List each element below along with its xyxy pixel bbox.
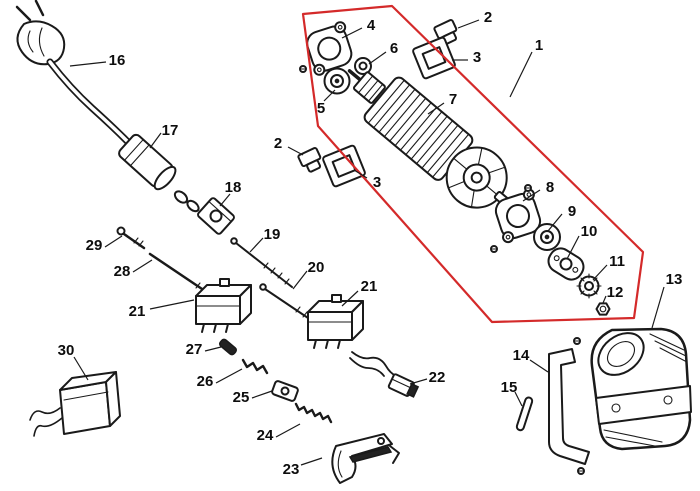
callout-3-top: 3 (473, 49, 481, 66)
callout-16: 16 (109, 52, 126, 69)
part-pin-15 (515, 396, 534, 432)
part-trigger (331, 433, 400, 484)
part-screw-top (299, 65, 307, 73)
callout-7: 7 (449, 91, 457, 108)
part-rod-20 (259, 283, 315, 323)
part-cord-sleeve (118, 133, 177, 191)
leader-lines (69, 19, 665, 466)
callout-17: 17 (162, 122, 179, 139)
callout-14: 14 (513, 347, 530, 364)
callout-22: 22 (429, 369, 446, 386)
part-power-cord (46, 58, 132, 146)
part-end-plate (547, 247, 585, 281)
callout-24: 24 (257, 427, 274, 444)
callout-20: 20 (308, 259, 325, 276)
callout-2-top: 2 (484, 9, 492, 26)
callout-12: 12 (607, 284, 624, 301)
callout-15: 15 (501, 379, 518, 396)
part-switch-left (195, 278, 252, 333)
callout-28: 28 (114, 263, 131, 280)
callout-10: 10 (581, 223, 598, 240)
part-nut (595, 302, 611, 316)
part-armature (347, 69, 511, 209)
part-cable-22 (349, 351, 420, 398)
callout-5: 5 (317, 100, 325, 117)
callout-8: 8 (546, 179, 554, 196)
callout-30: 30 (58, 342, 75, 359)
part-bearing-top (323, 67, 351, 95)
part-bearing-bottom (533, 223, 561, 251)
callout-21-left: 21 (129, 303, 146, 320)
part-lever-plate (197, 197, 235, 235)
part-bracket (548, 337, 590, 475)
callout-29: 29 (86, 237, 103, 254)
callout-13: 13 (666, 271, 683, 288)
part-bearing-retainer-top (306, 21, 353, 76)
part-pin-27 (219, 338, 237, 356)
callout-labels: 2 4 1 6 3 16 7 5 17 2 3 8 18 9 10 19 29 … (58, 9, 683, 478)
callout-1: 1 (535, 37, 543, 54)
callout-19: 19 (264, 226, 281, 243)
callout-2-left: 2 (274, 135, 282, 152)
part-rod-19 (230, 237, 293, 288)
part-guide-25 (271, 380, 299, 402)
callout-3-left: 3 (373, 174, 381, 191)
part-power-plug (15, 0, 66, 66)
callout-18: 18 (225, 179, 242, 196)
callout-25: 25 (233, 389, 250, 406)
part-motor-housing (590, 327, 692, 451)
part-washer (354, 57, 372, 75)
callout-9: 9 (568, 203, 576, 220)
callout-26: 26 (197, 373, 214, 390)
part-screw-8a (524, 184, 532, 192)
callout-11: 11 (609, 253, 625, 270)
part-brush-holder-left (322, 144, 366, 188)
callout-21-right: 21 (361, 278, 378, 295)
part-screw-8b (490, 245, 498, 253)
part-brush-clip-left (297, 147, 322, 173)
part-screw-29 (116, 226, 146, 250)
callout-27: 27 (186, 341, 203, 358)
highlight-outline (301, 4, 645, 324)
part-pinion-gear (576, 273, 602, 299)
part-bearing-retainer-bottom (494, 188, 542, 244)
callout-6: 6 (390, 40, 398, 57)
part-small-washers (173, 190, 200, 213)
part-spring-26 (241, 358, 269, 375)
part-switch-right (307, 294, 364, 349)
part-capacitor (29, 371, 121, 437)
callout-23: 23 (283, 461, 300, 478)
part-rod-28 (148, 252, 210, 295)
part-spring-24 (294, 402, 333, 424)
callout-4: 4 (367, 17, 376, 34)
